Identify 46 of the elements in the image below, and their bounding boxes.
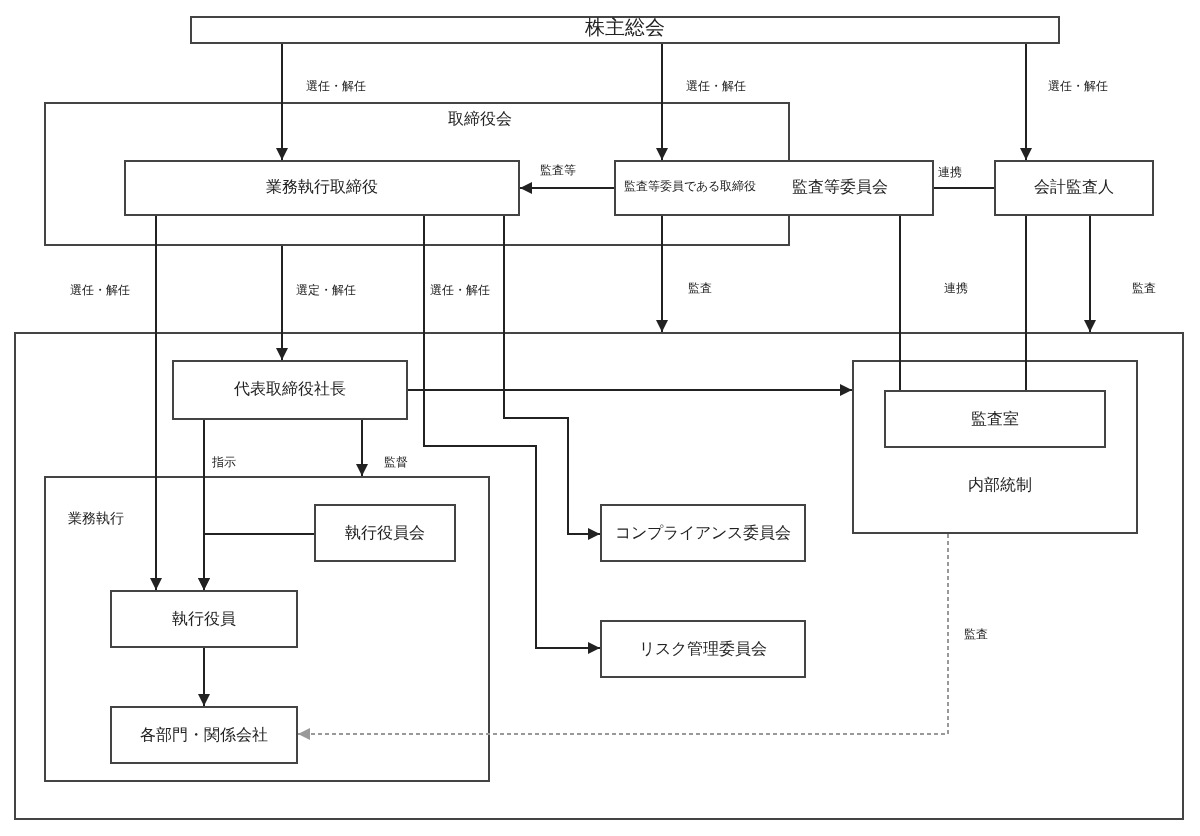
box-label: 会計監査人: [1034, 180, 1114, 196]
box-label: 各部門・関係会社: [140, 727, 268, 743]
box-label: 取締役会: [448, 112, 512, 128]
org-box: [884, 390, 1106, 448]
org-box: [110, 706, 298, 764]
box-label: 監査等委員会: [792, 180, 888, 196]
arrow: [423, 215, 601, 654]
org-box: [124, 160, 520, 216]
arrow: [1020, 43, 1032, 161]
arrow: [407, 384, 853, 396]
box-label: 業務執行取締役: [266, 180, 378, 196]
org-box: [314, 504, 456, 562]
org-box: [614, 160, 934, 216]
arrow: [276, 43, 288, 161]
box-label: 執行役員会: [345, 525, 425, 541]
box-label: 代表取締役社長: [234, 382, 346, 398]
arrow: [276, 245, 288, 361]
box-label: 株主総会: [585, 20, 665, 40]
connector-line: [1025, 215, 1027, 391]
group-frame: [44, 476, 490, 782]
box-label: 執行役員: [172, 611, 236, 627]
org-box: [600, 504, 806, 562]
arrow: [150, 215, 162, 591]
arrow: [1084, 215, 1096, 333]
arrow: [656, 215, 668, 333]
group-frame: [852, 360, 1138, 534]
org-box: [190, 16, 1060, 44]
board-frame: [44, 102, 790, 246]
arrow: [297, 533, 949, 740]
box-label: リスク管理委員会: [639, 641, 767, 657]
connector-line: [899, 215, 901, 391]
org-box: [172, 360, 408, 420]
connector-line: [933, 187, 995, 189]
arrow: [656, 43, 668, 161]
org-box: [600, 620, 806, 678]
arrow: [198, 533, 315, 591]
org-box: [110, 590, 298, 648]
arrow: [356, 419, 368, 477]
arrow: [198, 647, 210, 707]
box-label: コンプライアンス委員会: [615, 525, 791, 541]
box-label: 監査室: [971, 411, 1019, 427]
arrow: [519, 182, 615, 194]
box-label: 内部統制: [968, 478, 1032, 494]
org-box: [994, 160, 1154, 216]
arrow: [503, 215, 601, 540]
outer-frame: [14, 332, 1184, 820]
